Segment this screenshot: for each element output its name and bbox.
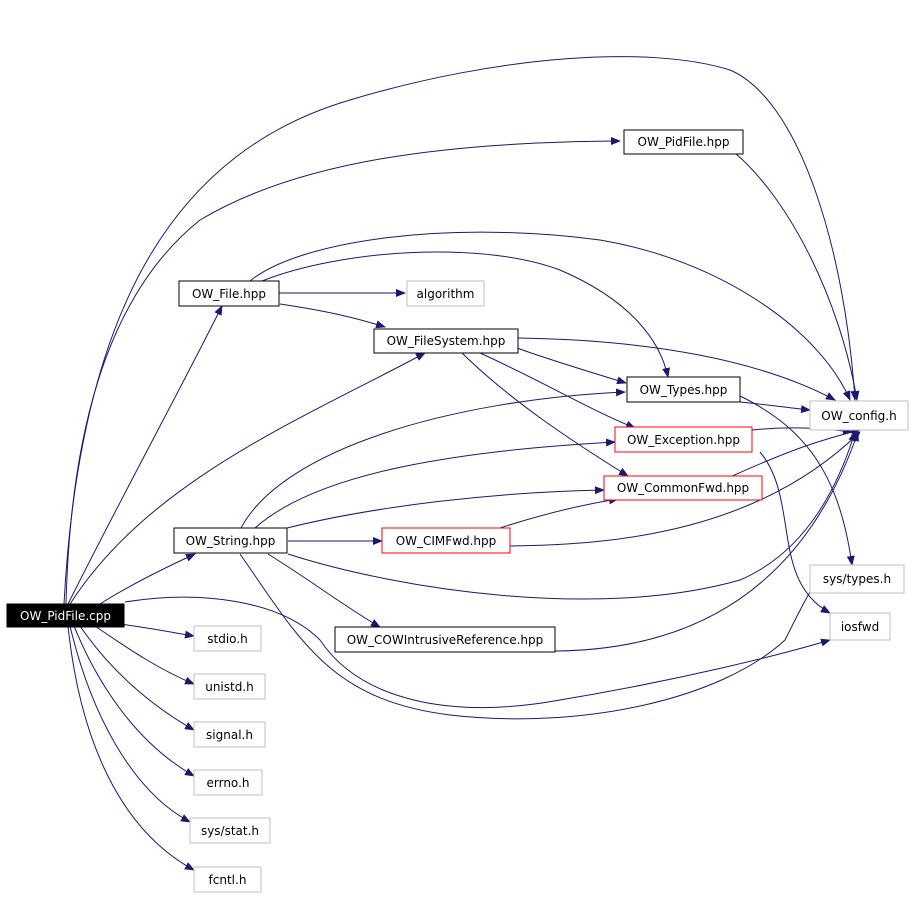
node-sys-types-h[interactable]: sys/types.h [809, 564, 905, 594]
edge-root-to-fcntl [67, 625, 195, 871]
node-string-hpp-label: OW_String.hpp [186, 534, 276, 548]
edge-string-to-systypes [239, 553, 819, 720]
edge-filesystem-to-commonfwd [461, 352, 629, 477]
nodes: OW_PidFile.cpp OW_PidFile.hpp OW_File.hp… [6, 129, 909, 893]
node-sys-stat-h-label: sys/stat.h [201, 824, 259, 838]
edge-cimfwd-to-commonfwd [499, 496, 619, 529]
edge-exception-to-iosfwd [759, 451, 831, 614]
node-sys-stat-h[interactable]: sys/stat.h [189, 817, 271, 844]
node-cowref-hpp-label: OW_COWIntrusiveReference.hpp [347, 633, 544, 647]
edge-exception-to-config [751, 426, 853, 435]
node-stdio-h-label: stdio.h [207, 632, 247, 646]
edge-root-to-string-hpp [99, 553, 196, 605]
edge-root-to-config-h [63, 56, 859, 605]
edge-file-hpp-to-config-h [249, 231, 851, 401]
edge-string-to-types [239, 388, 626, 531]
edge-root-to-iosfwd [124, 596, 831, 708]
edge-cimfwd-to-config [509, 431, 861, 547]
node-types-hpp[interactable]: OW_Types.hpp [626, 376, 741, 403]
node-root-label: OW_PidFile.cpp [20, 609, 111, 623]
edge-root-to-filesystem-hpp [69, 352, 426, 605]
edge-string-to-cowref [267, 553, 381, 628]
edge-cowref-to-config [554, 431, 859, 652]
edge-root-to-pidfile-hpp [65, 137, 621, 605]
node-iosfwd[interactable]: iosfwd [829, 612, 891, 641]
edge-string-to-commonfwd [286, 486, 605, 529]
node-cimfwd-hpp[interactable]: OW_CIMFwd.hpp [381, 527, 511, 554]
node-algorithm[interactable]: algorithm [406, 280, 485, 307]
node-config-h[interactable]: OW_config.h [809, 400, 909, 431]
node-pidfile-hpp-label: OW_PidFile.hpp [638, 135, 730, 149]
edge-root-to-stdio [119, 623, 195, 639]
edge-root-to-signal [79, 625, 195, 731]
node-unistd-h[interactable]: unistd.h [193, 673, 266, 700]
node-errno-h-label: errno.h [207, 776, 250, 790]
edge-filesystem-to-config [517, 337, 836, 401]
edge-pidfile-hpp-to-config-h [734, 152, 860, 401]
node-signal-h[interactable]: signal.h [193, 721, 266, 748]
node-commonfwd-hpp-label: OW_CommonFwd.hpp [617, 481, 749, 495]
edge-commonfwd-to-config [729, 428, 861, 478]
node-root[interactable]: OW_PidFile.cpp [6, 603, 125, 628]
node-unistd-h-label: unistd.h [205, 680, 254, 694]
node-cowref-hpp[interactable]: OW_COWIntrusiveReference.hpp [334, 626, 556, 653]
node-exception-hpp-label: OW_Exception.hpp [627, 433, 740, 447]
node-types-hpp-label: OW_Types.hpp [640, 383, 728, 397]
node-filesystem-hpp[interactable]: OW_FileSystem.hpp [373, 328, 519, 354]
node-errno-h[interactable]: errno.h [193, 769, 263, 796]
node-pidfile-hpp[interactable]: OW_PidFile.hpp [623, 129, 744, 155]
edge-types-to-config [739, 401, 811, 414]
node-file-hpp-label: OW_File.hpp [192, 287, 266, 301]
node-iosfwd-label: iosfwd [841, 620, 879, 634]
edge-root-to-errno [73, 625, 195, 777]
edge-types-to-systypes [739, 395, 855, 566]
node-fcntl-h-label: fcntl.h [209, 873, 247, 887]
edge-file-hpp-to-filesystem-hpp [279, 303, 386, 329]
node-fcntl-h[interactable]: fcntl.h [193, 866, 262, 893]
edges [63, 56, 861, 871]
edge-root-to-file-hpp [67, 305, 223, 605]
node-file-hpp[interactable]: OW_File.hpp [178, 280, 280, 307]
node-signal-h-label: signal.h [206, 728, 253, 742]
edge-root-to-unistd [94, 625, 195, 685]
edge-string-to-exception [254, 438, 616, 529]
node-algorithm-label: algorithm [417, 287, 475, 301]
node-string-hpp[interactable]: OW_String.hpp [173, 527, 288, 554]
node-filesystem-hpp-label: OW_FileSystem.hpp [387, 334, 506, 348]
node-sys-types-h-label: sys/types.h [823, 572, 891, 586]
node-stdio-h[interactable]: stdio.h [193, 625, 262, 652]
node-commonfwd-hpp[interactable]: OW_CommonFwd.hpp [603, 475, 763, 501]
node-config-h-label: OW_config.h [821, 409, 896, 423]
node-exception-hpp[interactable]: OW_Exception.hpp [614, 426, 753, 453]
edge-file-hpp-to-types-hpp [261, 251, 671, 378]
edge-root-to-sysstat [69, 625, 191, 823]
node-cimfwd-hpp-label: OW_CIMFwd.hpp [396, 534, 497, 548]
edge-string-to-config [287, 431, 857, 600]
edge-filesystem-to-exception [479, 352, 636, 429]
edge-filesystem-to-types [516, 347, 627, 385]
